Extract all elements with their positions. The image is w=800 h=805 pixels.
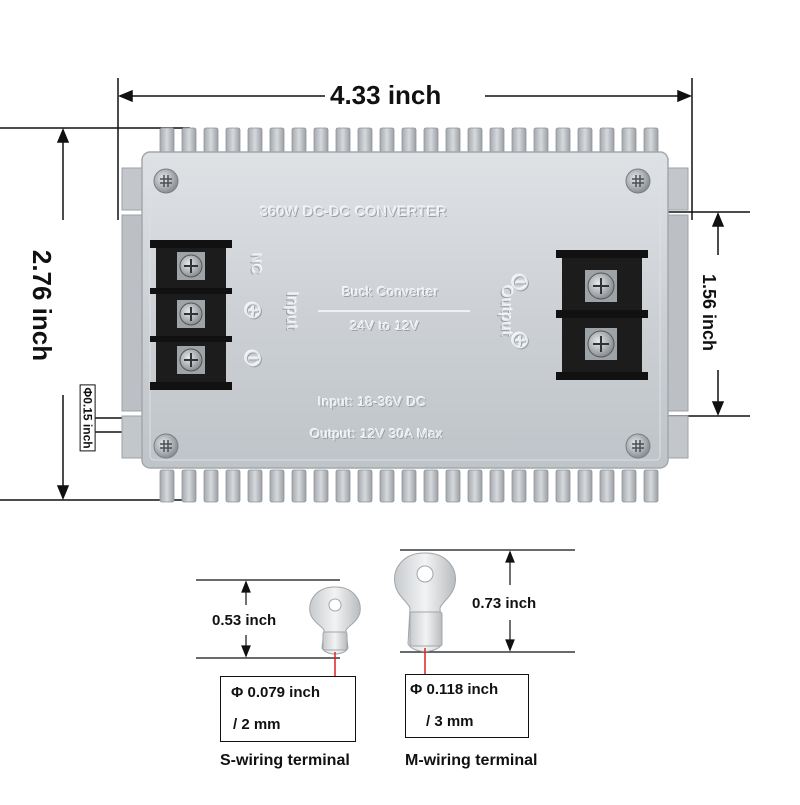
fin — [423, 469, 439, 503]
output-plus-symbol: ⊕ — [510, 327, 531, 354]
height-dimension-label: 2.76 inch — [27, 249, 58, 362]
fin — [269, 469, 285, 503]
m-terminal-caption: M-wiring terminal — [405, 752, 538, 769]
fin — [599, 469, 615, 503]
converter-conversion: 24V to 12V — [350, 318, 420, 333]
fin — [489, 469, 505, 503]
input-plus-symbol: ⊕ — [243, 297, 264, 324]
fin — [533, 469, 549, 503]
fin — [445, 469, 461, 503]
s-ring-terminal — [309, 586, 361, 690]
output-spec: Output: 12V 30A Max — [310, 426, 444, 441]
m-terminal-diameter: Φ 0.118 inch — [410, 681, 499, 698]
m-terminal-mm: / 3 mm — [426, 713, 474, 730]
s-terminal-caption: S-wiring terminal — [220, 752, 350, 769]
fin — [511, 469, 527, 503]
input-label: Input — [283, 291, 301, 331]
terminal-height-label: 1.56 inch — [699, 273, 720, 352]
fin — [291, 469, 307, 503]
fin — [181, 469, 197, 503]
fin — [621, 469, 637, 503]
fin — [247, 469, 263, 503]
s-terminal-mm: / 2 mm — [233, 716, 281, 733]
fin — [159, 469, 175, 503]
fin — [335, 469, 351, 503]
fin — [357, 469, 373, 503]
fin — [313, 469, 329, 503]
fin — [401, 469, 417, 503]
m-ring-terminal — [394, 552, 456, 682]
fin — [203, 469, 219, 503]
output-terminal-block — [556, 250, 648, 380]
converter-mode: Buck Converter — [342, 284, 439, 299]
nc-label: NC — [248, 253, 265, 275]
width-dimension-label: 4.33 inch — [330, 80, 442, 110]
terminal-dimension-lines — [196, 549, 575, 659]
fin — [643, 469, 659, 503]
fin — [225, 469, 241, 503]
input-terminal-block — [150, 240, 232, 390]
input-spec: Input: 18-36V DC — [318, 394, 427, 409]
fin — [379, 469, 395, 503]
s-terminal-spec-box: Φ 0.079 inch / 2 mm — [220, 676, 356, 742]
s-terminal-diameter: Φ 0.079 inch — [231, 684, 321, 701]
fin — [555, 469, 571, 503]
heat-sink-fins — [159, 127, 659, 503]
converter-title: 360W DC-DC CONVERTER — [260, 203, 448, 219]
hole-diameter-label: Φ0.15 inch — [79, 384, 96, 452]
m-terminal-height-label: 0.73 inch — [472, 595, 537, 612]
input-minus-symbol: ⊖ — [243, 345, 264, 372]
fin — [577, 469, 593, 503]
output-minus-symbol: ⊖ — [510, 269, 531, 296]
fin — [467, 469, 483, 503]
dimension-lines — [0, 78, 750, 501]
corner-screws — [153, 168, 651, 459]
s-terminal-height-label: 0.53 inch — [212, 612, 277, 629]
m-terminal-spec-box: Φ 0.118 inch / 3 mm — [405, 674, 529, 738]
